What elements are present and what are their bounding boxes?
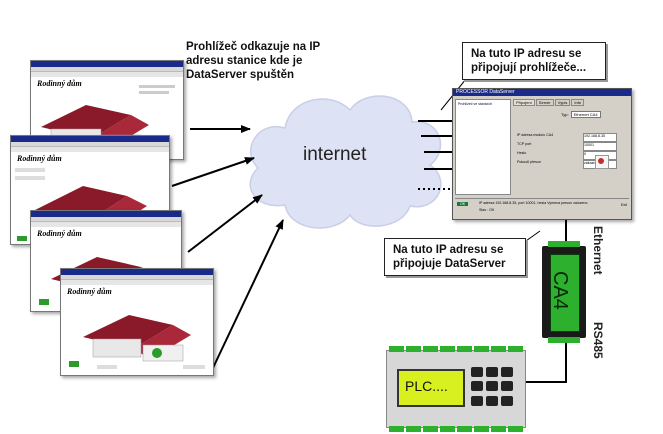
ethernet-label: Ethernet bbox=[591, 226, 605, 275]
plc-key[interactable] bbox=[486, 381, 498, 392]
plc-key[interactable] bbox=[501, 381, 513, 392]
internet-cloud bbox=[249, 95, 442, 229]
plc-display: PLC.... bbox=[397, 369, 465, 407]
browser-page-title: Rodinný dům bbox=[37, 229, 82, 238]
field-row: IP adresa modulu CA4 192.168.8.35 bbox=[517, 133, 617, 142]
tab-info[interactable]: Info bbox=[571, 99, 585, 106]
browser-page-title: Rodinný dům bbox=[67, 287, 112, 296]
rs485-cable bbox=[526, 338, 567, 383]
internet-label: internet bbox=[303, 144, 367, 165]
browser-menubar bbox=[31, 217, 181, 222]
plc-key[interactable] bbox=[486, 367, 498, 377]
plc-display-text: PLC.... bbox=[405, 378, 448, 394]
field-value[interactable]: 192.168.8.35 bbox=[583, 133, 617, 142]
field-label: TCP port bbox=[517, 142, 532, 146]
browser-caption-line3: DataServer spuštěn bbox=[186, 69, 295, 81]
plc-key[interactable] bbox=[471, 395, 483, 406]
browser-menubar bbox=[11, 142, 169, 147]
house-illustration bbox=[69, 315, 205, 369]
browser-caption-line2: adresu stanice kde je bbox=[186, 55, 303, 67]
dataserver-type-row: Typ: Ethernet CA4 bbox=[561, 111, 601, 118]
callout-browsers-ip: Na tuto IP adresu se připojují prohlížeč… bbox=[462, 42, 606, 80]
browser-titlebar bbox=[61, 269, 213, 275]
plc-key[interactable] bbox=[501, 395, 513, 406]
callout-dataserver-ip: Na tuto IP adresu se připojuje DataServe… bbox=[384, 238, 526, 276]
tab-pripojeni[interactable]: Připojení bbox=[513, 99, 535, 106]
ca4-module-bottom-connector bbox=[548, 337, 580, 343]
status-text-2: Stav : OK bbox=[479, 208, 495, 212]
dataserver-left-item: Prohlížeč ve stanicích bbox=[458, 102, 493, 106]
browser-page: Rodinný dům bbox=[61, 285, 213, 375]
plc-keypad bbox=[471, 367, 515, 407]
browser-page-title: Rodinný dům bbox=[17, 154, 62, 163]
tab-server[interactable]: Server bbox=[535, 99, 554, 106]
field-label: Pokusů přesun bbox=[517, 160, 541, 164]
field-row: TCP port 10001 bbox=[517, 142, 617, 151]
exit-button[interactable]: Exit bbox=[621, 203, 627, 207]
dataserver-status-bar: OK IP adresa 192.168.8.35, port 10001, h… bbox=[455, 198, 629, 217]
field-value[interactable]: 10001 bbox=[583, 142, 617, 151]
type-select[interactable]: Ethernet CA4 bbox=[570, 111, 601, 118]
browser-caption: Prohlížeč odkazuje na IP adresu stanice … bbox=[186, 40, 320, 82]
browser-menubar bbox=[61, 275, 213, 280]
plc-top-terminals bbox=[389, 346, 523, 352]
browser-titlebar bbox=[31, 61, 183, 67]
dataserver-title: PROCESSOR DataServer bbox=[456, 89, 515, 95]
connection-status-icon bbox=[595, 155, 609, 169]
dataserver-window: PROCESSOR DataServer Prohlížeč ve stanic… bbox=[452, 88, 632, 220]
ok-button[interactable]: OK bbox=[457, 202, 469, 206]
dataserver-titlebar: PROCESSOR DataServer bbox=[453, 89, 631, 96]
arrow-browser4-to-cloud bbox=[211, 219, 284, 371]
plc-key[interactable] bbox=[471, 367, 483, 377]
callout-top-line1: Na tuto IP adresu se bbox=[471, 48, 582, 60]
arrow-browser3-to-cloud bbox=[187, 194, 263, 253]
browser-menubar bbox=[31, 67, 183, 72]
plc-key[interactable] bbox=[486, 395, 498, 406]
callout-bottom-line1: Na tuto IP adresu se bbox=[393, 244, 504, 256]
status-text-1: IP adresa 192.168.8.35, port 10001, hesl… bbox=[479, 201, 588, 205]
plc-key[interactable] bbox=[501, 367, 513, 377]
browser-titlebar bbox=[11, 136, 169, 142]
rs485-label: RS485 bbox=[591, 322, 605, 359]
type-label: Typ: bbox=[561, 112, 569, 117]
field-label: IP adresa modulu CA4 bbox=[517, 133, 554, 137]
plc-bottom-terminals bbox=[389, 426, 523, 432]
callout-bottom-line2: připojuje DataServer bbox=[393, 258, 506, 270]
browser-titlebar bbox=[31, 211, 181, 217]
arrow-browser2-to-cloud bbox=[171, 157, 255, 187]
ca4-module-label: CA4 bbox=[549, 271, 571, 310]
ca4-module-top-connector bbox=[548, 241, 580, 247]
callout-top-line2: připojují prohlížeče... bbox=[471, 62, 587, 74]
plc-key[interactable] bbox=[471, 381, 483, 392]
dataserver-left-panel: Prohlížeč ve stanicích bbox=[455, 99, 511, 195]
ca4-module: CA4 bbox=[542, 241, 586, 343]
ca4-module-face: CA4 bbox=[549, 254, 580, 332]
browser-caption-line1: Prohlížeč odkazuje na IP bbox=[186, 41, 321, 53]
tab-vypis[interactable]: Výpis bbox=[554, 99, 571, 106]
plc-unit: PLC.... bbox=[386, 346, 526, 432]
browser-page-title: Rodinný dům bbox=[37, 79, 82, 88]
field-label: Heslo bbox=[517, 151, 527, 155]
dataserver-tabs: Připojení Server Výpis Info bbox=[513, 99, 585, 106]
server-connection-lines bbox=[418, 120, 452, 190]
browser-window-4: Rodinný dům bbox=[60, 268, 214, 376]
